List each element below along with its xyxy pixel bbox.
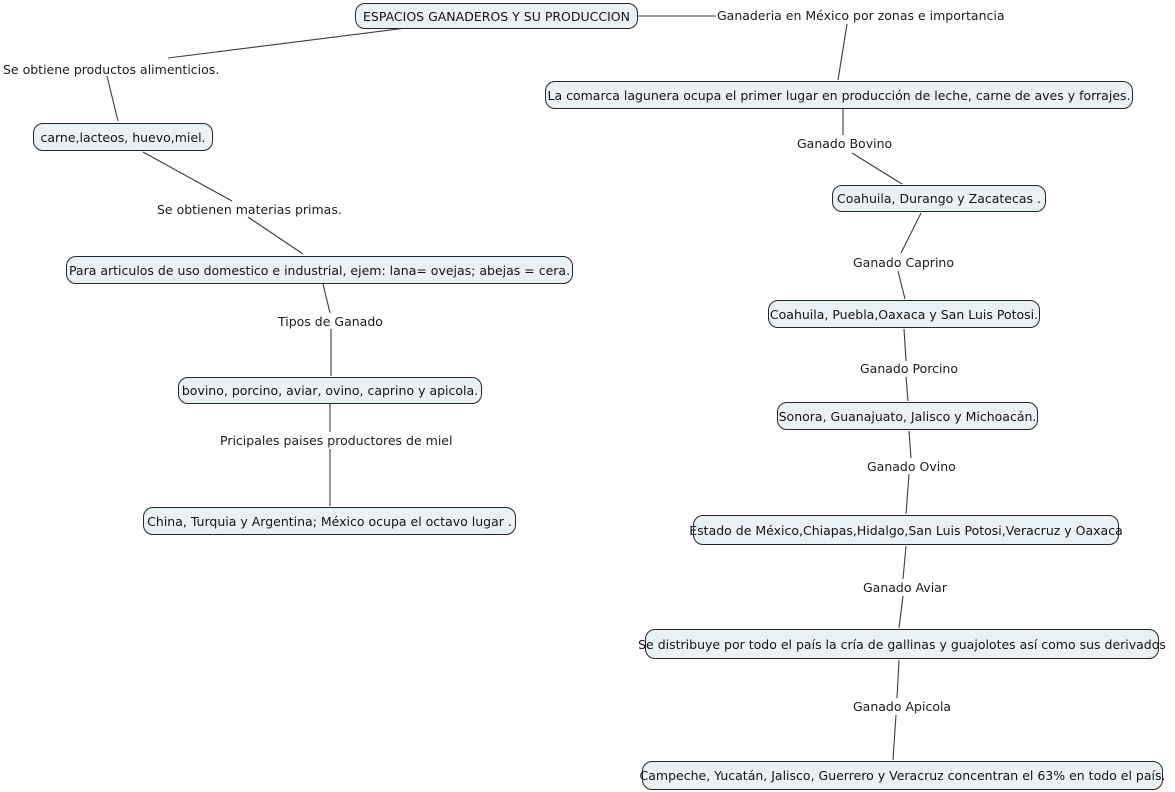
linking-phrase-ovino[interactable]: Ganado Ovino — [867, 459, 956, 474]
linking-phrase-aviar[interactable]: Ganado Aviar — [863, 580, 947, 595]
concept-ovino-estados[interactable]: Estado de México,Chiapas,Hidalgo,San Lui… — [689, 515, 1123, 545]
linking-phrase-miel[interactable]: Pricipales paises productores de miel — [220, 433, 453, 448]
linking-phrase-zonas[interactable]: Ganaderia en México por zonas e importan… — [717, 8, 1005, 23]
linking-phrase-caprino[interactable]: Ganado Caprino — [853, 255, 954, 270]
concept-apicola-estados[interactable]: Campeche, Yucatán, Jalisco, Guerrero y V… — [640, 761, 1165, 790]
linking-phrase-apicola[interactable]: Ganado Apicola — [853, 699, 952, 714]
concept-root[interactable]: ESPACIOS GANADEROS Y SU PRODUCCION — [355, 3, 638, 29]
linking-phrase-materias[interactable]: Se obtienen materias primas. — [157, 202, 342, 217]
concept-comarca[interactable]: La comarca lagunera ocupa el primer luga… — [545, 81, 1133, 109]
concept-productos[interactable]: carne,lacteos, huevo,miel. — [33, 123, 213, 151]
linking-phrase-alimenticios[interactable]: Se obtiene productos alimenticios. — [3, 62, 220, 77]
concept-tipos-ganado[interactable]: bovino, porcino, aviar, ovino, caprino y… — [178, 377, 482, 404]
concept-caprino-estados[interactable]: Coahuila, Puebla,Oaxaca y San Luis Potos… — [768, 300, 1040, 328]
linking-phrase-porcino[interactable]: Ganado Porcino — [860, 361, 959, 376]
concept-paises-miel[interactable]: China, Turquia y Argentina; México ocupa… — [143, 507, 516, 535]
concept-aviar-estados[interactable]: Se distribuye por todo el país la cría d… — [638, 629, 1166, 659]
linking-phrase-bovino[interactable]: Ganado Bovino — [797, 136, 893, 151]
linking-phrase-tipos[interactable]: Tipos de Ganado — [278, 314, 383, 329]
concept-porcino-estados[interactable]: Sonora, Guanajuato, Jalisco y Michoacán. — [777, 402, 1038, 430]
concept-bovino-estados[interactable]: Coahuila, Durango y Zacatecas . — [832, 185, 1046, 212]
concept-articulos[interactable]: Para articulos de uso domestico e indust… — [66, 256, 573, 284]
